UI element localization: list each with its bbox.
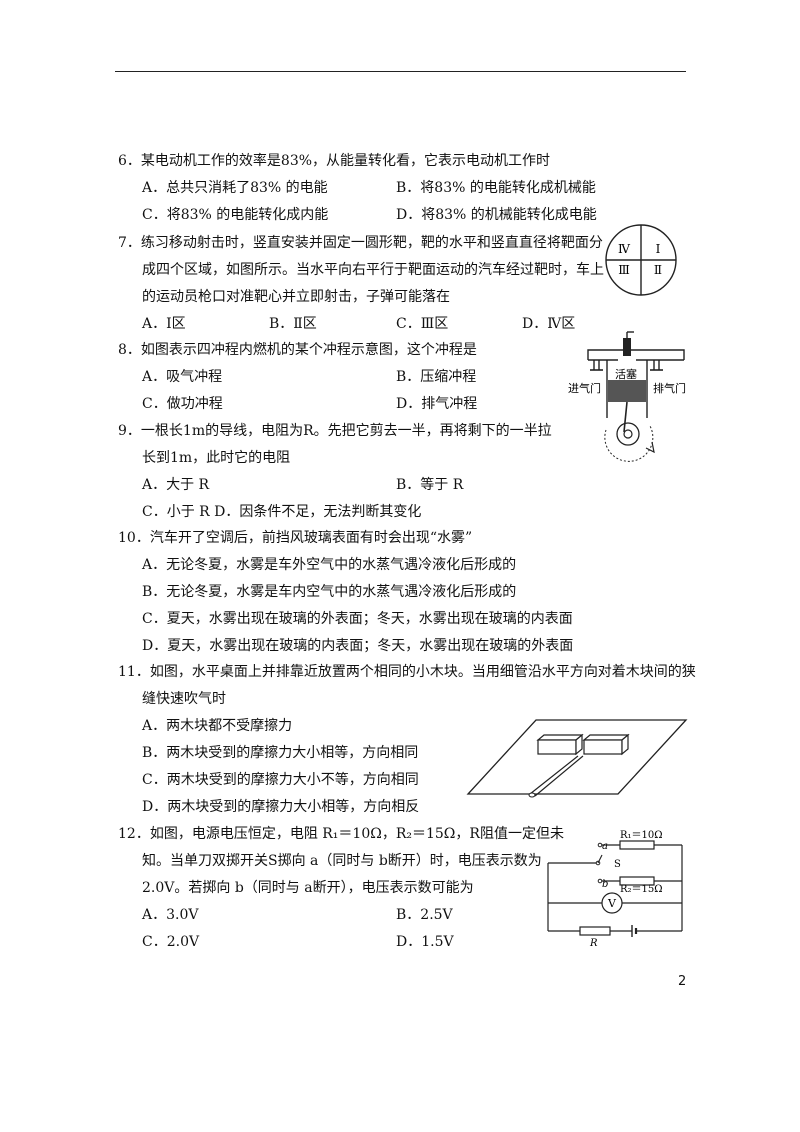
- q11-table-blocks-figure: [466, 719, 688, 798]
- q7-stem-line1: 7．练习移动射击时，竖直安装并固定一圆形靶，靶的水平和竖直直径将靶面分: [118, 235, 603, 251]
- q6-option-c: C．将83% 的电能转化成内能: [142, 207, 329, 223]
- q12-option-b: B．2.5V: [396, 907, 453, 923]
- q11-option-b: B．两木块受到的摩擦力大小相等，方向相同: [142, 745, 419, 761]
- q7-option-d: D．Ⅳ区: [522, 316, 576, 332]
- q7-option-c: C．Ⅲ区: [396, 316, 449, 332]
- q9-option-b: B．等于 R: [396, 477, 464, 493]
- q11-option-c: C．两木块受到的摩擦力大小不等，方向相同: [142, 772, 419, 788]
- q6-stem: 6．某电动机工作的效率是83%，从能量转化看，它表示电动机工作时: [118, 153, 551, 169]
- q10-option-d: D．夏天，水雾出现在玻璃的内表面；冬天，水雾出现在玻璃的外表面: [142, 638, 574, 654]
- q7-stem-line2: 成四个区域，如图所示。当水平向右平行于靶面运动的汽车经过靶时，车上: [142, 262, 604, 278]
- q12-stem-line3: 2.0V。若掷向 b（同时与 a断开），电压表示数可能为: [142, 880, 474, 896]
- q12-circuit-figure: R₁＝10Ω a S b R₂＝15Ω V R: [547, 830, 683, 949]
- q7-option-a: A．Ⅰ区: [142, 316, 186, 332]
- q12-option-d: D．1.5V: [396, 934, 454, 950]
- q9-stem-line2: 长到1m，此时它的电阻: [142, 450, 291, 466]
- q8-engine-figure: 进气门 活塞 排气门: [568, 331, 686, 462]
- page-number: 2: [678, 974, 687, 989]
- q10-option-c: C．夏天，水雾出现在玻璃的外表面；冬天，水雾出现在玻璃的内表面: [142, 611, 573, 627]
- q6-option-d: D．将83% 的机械能转化成电能: [396, 207, 597, 223]
- q11-option-d: D．两木块受到的摩擦力大小相等，方向相反: [142, 799, 420, 815]
- q11-option-a: A．两木块都不受摩擦力: [142, 718, 293, 734]
- q10-option-b: B．无论冬夏，水雾是车内空气中的水蒸气遇冷液化后形成的: [142, 584, 517, 600]
- target-zone-4-label: Ⅳ: [618, 242, 631, 256]
- target-zone-2-label: Ⅱ: [654, 263, 662, 277]
- q7-target-figure: Ⅰ Ⅱ Ⅲ Ⅳ: [605, 224, 677, 296]
- terminal-b-label: b: [602, 879, 608, 890]
- piston-label: 活塞: [615, 367, 637, 381]
- q12-option-a: A．3.0V: [142, 907, 199, 923]
- q9-option-cd: C．小于 R D．因条件不足，无法判断其变化: [142, 504, 422, 520]
- intake-valve-label: 进气门: [568, 381, 601, 395]
- q8-option-d: D．排气冲程: [396, 396, 478, 412]
- q7-stem-line3: 的运动员枪口对准靶心并立即射击，子弹可能落在: [142, 289, 450, 305]
- q9-stem-line1: 9．一根长1m的导线，电阻为R。先把它剪去一半，再将剩下的一半拉: [118, 423, 552, 439]
- r1-label: R₁＝10Ω: [620, 830, 663, 841]
- q8-option-c: C．做功冲程: [142, 396, 223, 412]
- q12-stem-line1: 12．如图，电源电压恒定，电阻 R₁＝10Ω，R₂＝15Ω，R阻值一定但未: [118, 826, 564, 842]
- q6-option-b: B．将83% 的电能转化成机械能: [396, 180, 596, 196]
- target-zone-1-label: Ⅰ: [656, 242, 661, 256]
- q7-option-b: B．Ⅱ区: [269, 316, 317, 332]
- terminal-a-label: a: [602, 841, 608, 852]
- q11-stem-line2: 缝快速吹气时: [142, 691, 226, 707]
- q8-option-a: A．吸气冲程: [142, 369, 223, 385]
- q12-option-c: C．2.0V: [142, 934, 200, 950]
- q6-option-a: A．总共只消耗了83% 的电能: [142, 180, 328, 196]
- q9-option-a: A．大于 R: [142, 477, 210, 493]
- target-zone-3-label: Ⅲ: [618, 263, 630, 277]
- q12-stem-line2: 知。当单刀双掷开关S掷向 a（同时与 b断开）时，电压表示数为: [142, 853, 542, 869]
- header-rule: [115, 71, 686, 72]
- q10-stem: 10．汽车开了空调后，前挡风玻璃表面有时会出现“水雾”: [118, 530, 473, 546]
- q11-stem-line1: 11．如图，水平桌面上并排靠近放置两个相同的小木块。当用细管沿水平方向对着木块间…: [118, 664, 696, 680]
- switch-s-label: S: [614, 859, 621, 870]
- r2-label: R₂＝15Ω: [620, 884, 663, 895]
- q8-option-b: B．压缩冲程: [396, 369, 477, 385]
- q8-stem: 8．如图表示四冲程内燃机的某个冲程示意图，这个冲程是: [118, 342, 477, 358]
- resistor-r-label: R: [589, 938, 598, 949]
- voltmeter-label: V: [607, 897, 617, 910]
- exhaust-valve-label: 排气门: [653, 381, 686, 395]
- q10-option-a: A．无论冬夏，水雾是车外空气中的水蒸气遇冷液化后形成的: [142, 557, 517, 573]
